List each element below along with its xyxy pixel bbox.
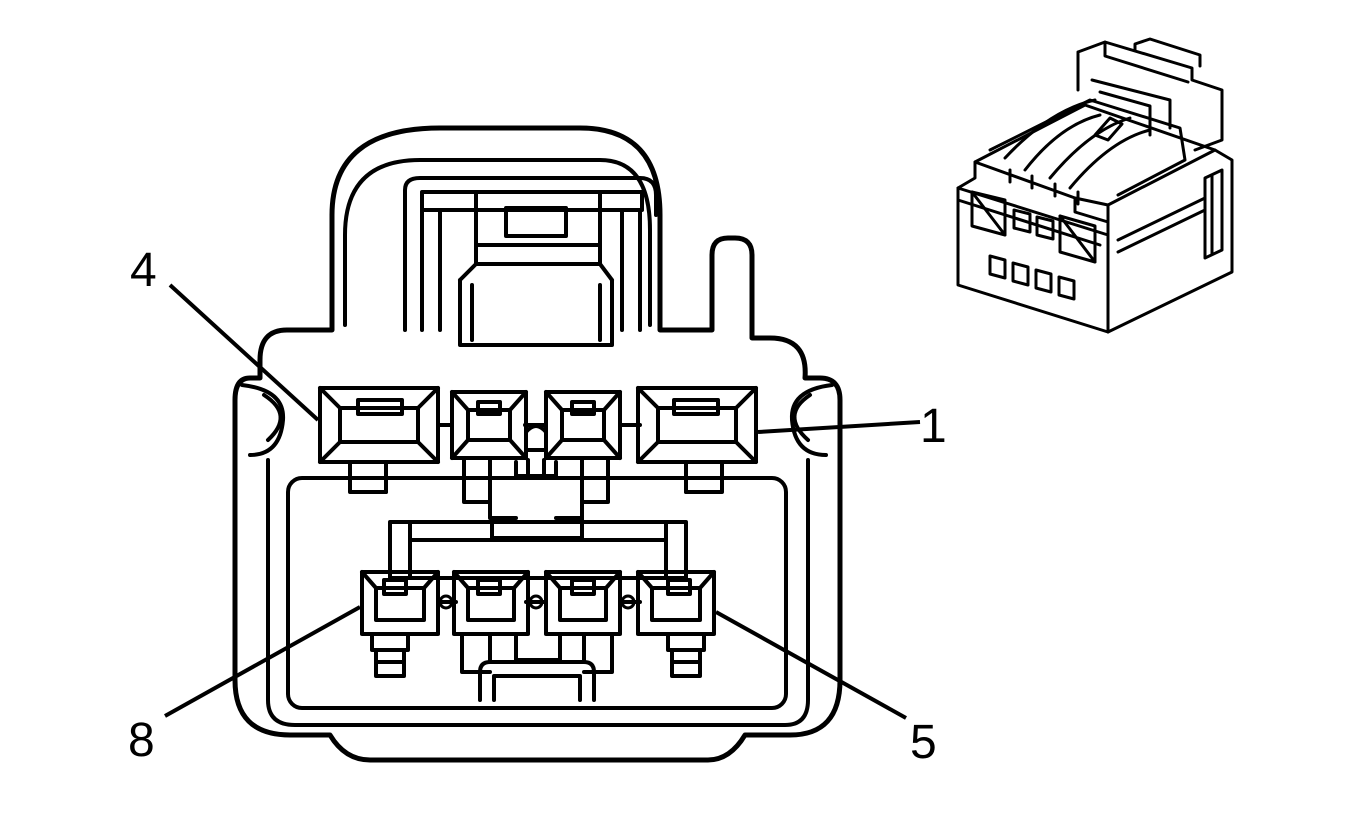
inner-cavity — [266, 458, 810, 727]
iso-side-rib — [1203, 168, 1224, 260]
iso-latch — [1076, 40, 1224, 152]
iso-front-openings — [970, 190, 1097, 301]
cavity-7 — [452, 570, 530, 674]
leader-line-pin-4 — [168, 283, 320, 422]
connector-face-view: 4 1 8 5 — [128, 125, 947, 769]
right-ridge — [789, 383, 834, 457]
bottom-cavity-row — [360, 520, 716, 702]
latch-assembly — [343, 158, 658, 347]
bottom-lock-tab — [478, 634, 596, 702]
pin-label-8: 8 — [128, 714, 155, 767]
pin-label-4: 4 — [130, 244, 157, 297]
top-cavity-row — [318, 386, 758, 540]
center-key — [490, 424, 584, 540]
iso-body-side — [1106, 148, 1234, 334]
connector-iso-view — [956, 37, 1234, 334]
left-ridge-inner — [262, 393, 283, 442]
pin-label-5: 5 — [910, 716, 937, 769]
cavity-4 — [318, 386, 440, 494]
leader-line-pin-5 — [715, 610, 907, 720]
connector-housing-outline — [232, 125, 843, 763]
cavity-2 — [544, 390, 622, 520]
cavity-5 — [636, 570, 716, 678]
leader-line-pin-1 — [757, 420, 921, 434]
left-ridge — [240, 383, 286, 457]
right-ridge-inner — [792, 393, 812, 442]
pin-label-1: 1 — [920, 400, 947, 453]
cavity-1 — [636, 386, 758, 494]
leader-line-pin-8 — [164, 605, 361, 718]
cavity-8 — [360, 570, 440, 678]
cavity-3 — [450, 390, 528, 520]
cavity-6 — [544, 570, 622, 674]
